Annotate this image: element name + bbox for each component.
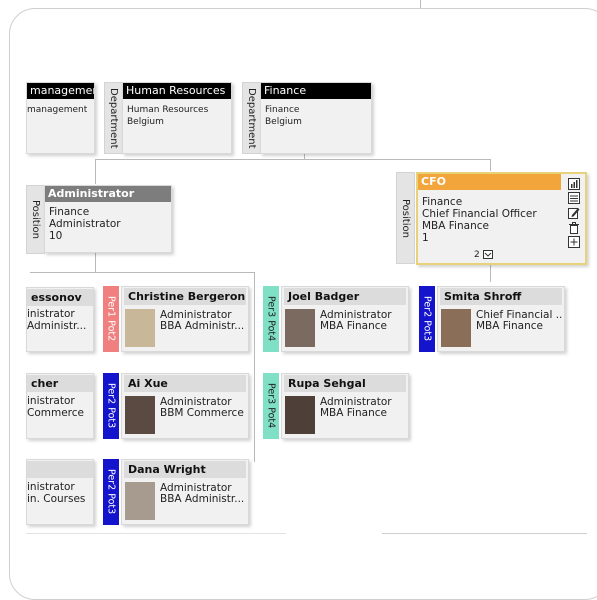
person-name: Smita Shroff — [440, 288, 562, 305]
person-name: Dana Wright — [124, 461, 246, 478]
edit-icon[interactable] — [568, 207, 580, 219]
expand-icon[interactable] — [482, 250, 493, 259]
person-role: Administrator — [160, 396, 232, 408]
department-header: management — [27, 83, 94, 99]
position-header: CFO — [418, 174, 561, 190]
person-card[interactable]: inistrator in. Courses — [26, 459, 94, 525]
performance-tag: Per3 Pot4 — [263, 373, 279, 439]
performance-tag: Per1 Pot2 — [103, 286, 119, 352]
person-card[interactable]: essonov inistrator Administr... — [26, 287, 94, 352]
department-tag: Department — [242, 82, 261, 154]
person-name: Rupa Sehgal — [284, 375, 406, 392]
top-divider — [420, 0, 421, 9]
person-role: inistrator — [27, 308, 75, 320]
person-name: essonov — [27, 289, 93, 306]
person-card-rupa-sehgal[interactable]: Rupa Sehgal Administrator MBA Finance — [281, 373, 409, 439]
person-degree: BBM Commerce — [160, 407, 244, 419]
department-header: Human Resources — [123, 83, 231, 99]
person-name — [27, 461, 93, 478]
performance-tag: Per2 Pot3 — [103, 373, 119, 439]
position-line: 10 — [49, 230, 63, 242]
department-line: Finance — [265, 105, 300, 115]
position-line: Administrator — [49, 218, 121, 230]
person-name: Christine Bergeron — [124, 288, 246, 305]
person-degree: MBA Finance — [320, 320, 387, 332]
position-line: MBA Finance — [422, 220, 489, 232]
person-name: cher — [27, 375, 93, 392]
department-card-finance[interactable]: Finance Finance Belgium — [260, 82, 372, 154]
person-photo — [125, 396, 155, 434]
person-card-christine-bergeron[interactable]: Christine Bergeron Administrator BBA Adm… — [121, 286, 249, 352]
performance-tag: Per3 Pot4 — [263, 286, 279, 352]
person-name: Ai Xue — [124, 375, 246, 392]
person-photo — [125, 309, 155, 347]
person-role: Administrator — [160, 309, 232, 321]
person-card-smita-shroff[interactable]: Smita Shroff Chief Financial ... MBA Fin… — [437, 286, 565, 352]
department-line: Belgium — [265, 117, 302, 127]
person-name: Joel Badger — [284, 288, 406, 305]
person-degree: BBA Administr... — [160, 320, 245, 332]
position-line: 1 — [422, 232, 429, 244]
connector — [95, 252, 96, 272]
connector — [30, 272, 255, 273]
connector — [304, 153, 305, 159]
connector — [95, 159, 491, 160]
connector — [254, 272, 255, 462]
person-degree: Administr... — [27, 320, 87, 332]
department-tag: Department — [104, 82, 123, 154]
position-line: Finance — [422, 196, 463, 208]
person-photo — [125, 482, 155, 520]
department-header: Finance — [261, 83, 371, 99]
delete-icon[interactable] — [568, 222, 580, 234]
position-card-administrator[interactable]: Administrator Finance Administrator 10 — [44, 185, 172, 253]
department-card-management[interactable]: management management — [26, 82, 95, 154]
position-line: Chief Financial Officer — [422, 208, 537, 220]
person-role: Administrator — [320, 396, 392, 408]
add-icon[interactable] — [568, 236, 580, 248]
department-line: Belgium — [127, 117, 164, 127]
chart-icon[interactable] — [568, 178, 580, 190]
person-degree: MBA Finance — [320, 407, 387, 419]
subordinate-count-value: 2 — [474, 250, 480, 260]
department-line: Human Resources — [127, 105, 209, 115]
scroll-divider — [382, 533, 587, 534]
person-role: Administrator — [320, 309, 392, 321]
performance-tag: Per2 Pot3 — [103, 459, 119, 525]
connector — [490, 159, 491, 171]
position-header: Administrator — [45, 186, 171, 202]
connector — [490, 262, 491, 282]
person-role: Administrator — [160, 482, 232, 494]
person-card-joel-badger[interactable]: Joel Badger Administrator MBA Finance — [281, 286, 409, 352]
person-photo — [285, 309, 315, 347]
scroll-divider — [26, 533, 286, 534]
list-icon[interactable] — [568, 192, 580, 204]
person-photo — [441, 309, 471, 347]
person-card-ai-xue[interactable]: Ai Xue Administrator BBM Commerce — [121, 373, 249, 439]
person-card[interactable]: cher inistrator Commerce — [26, 373, 94, 439]
position-tag: Position — [26, 185, 45, 254]
person-degree: in. Courses — [27, 493, 86, 505]
performance-tag: Per2 Pot3 — [419, 286, 435, 352]
person-degree: BBA Administr... — [160, 493, 245, 505]
person-role: inistrator — [27, 395, 75, 407]
department-line: management — [27, 105, 88, 115]
position-line: Finance — [49, 206, 90, 218]
person-degree: Commerce — [27, 407, 84, 419]
department-card-human-resources[interactable]: Human Resources Human Resources Belgium — [122, 82, 232, 154]
person-photo — [285, 396, 315, 434]
subordinate-count[interactable]: 2 — [474, 250, 493, 260]
person-card-dana-wright[interactable]: Dana Wright Administrator BBA Administr.… — [121, 459, 249, 525]
person-degree: MBA Finance — [476, 320, 543, 332]
connector — [95, 159, 96, 184]
position-tag: Position — [396, 172, 415, 264]
person-role: inistrator — [27, 481, 75, 493]
position-card-cfo[interactable]: CFO Finance Chief Financial Officer MBA … — [416, 172, 587, 265]
person-role: Chief Financial ... — [476, 309, 562, 321]
